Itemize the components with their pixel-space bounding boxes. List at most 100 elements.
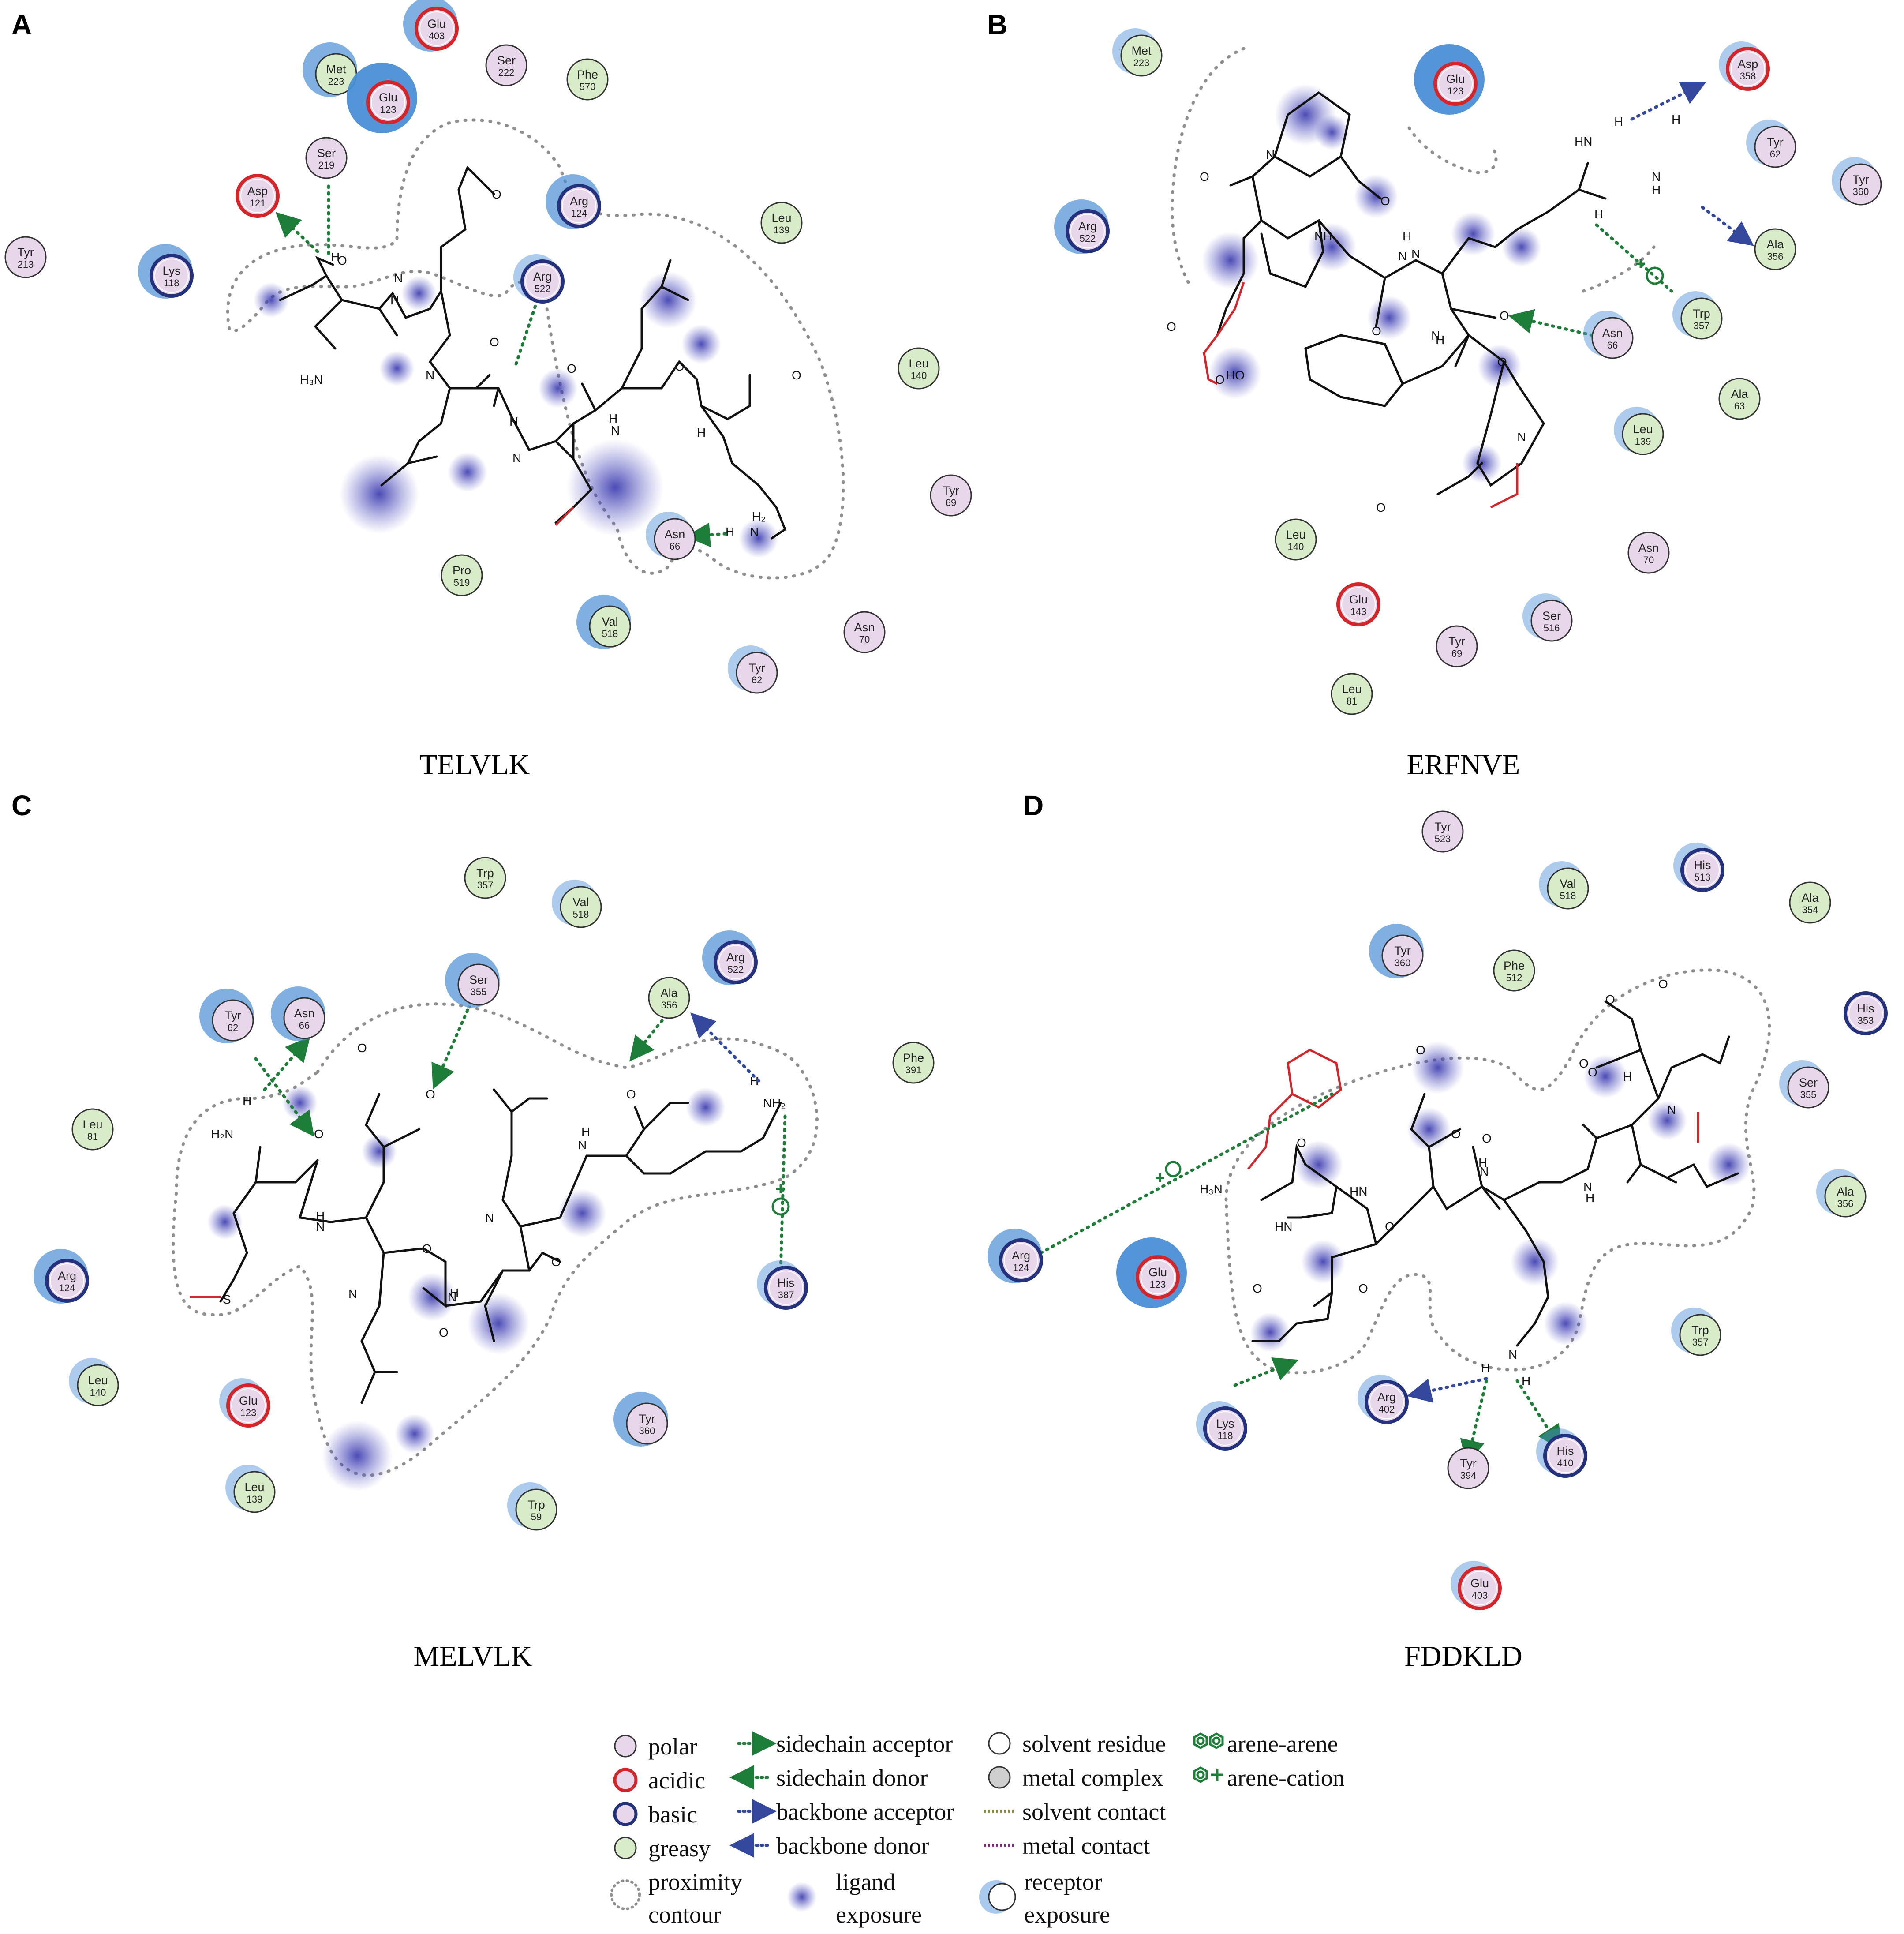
residue-name: Asn bbox=[1638, 541, 1659, 555]
residue-name: Asn bbox=[1602, 326, 1623, 340]
residue-name: Asn bbox=[294, 1007, 315, 1020]
atom-label: N bbox=[512, 451, 521, 465]
atom-label: O bbox=[1658, 977, 1668, 991]
residue-circle bbox=[892, 1042, 935, 1084]
atom-label: H₂ bbox=[752, 510, 766, 523]
residue-circle bbox=[212, 999, 254, 1042]
atom-label: H₃N bbox=[1200, 1182, 1223, 1196]
atom-label: O bbox=[1372, 324, 1381, 338]
residue-circle bbox=[1331, 673, 1373, 715]
atom-label: O bbox=[1297, 1136, 1306, 1150]
ligand-skeleton bbox=[219, 1088, 782, 1404]
residue-circle bbox=[1754, 126, 1796, 168]
residue-inner-ring bbox=[1369, 1385, 1404, 1419]
residue-number: 66 bbox=[1607, 340, 1618, 351]
residue-circle bbox=[1433, 62, 1478, 106]
residue-inner-ring bbox=[1141, 1260, 1175, 1294]
interaction-lines bbox=[1508, 82, 1754, 337]
legend-label-metal-contact: metal contact bbox=[1022, 1833, 1150, 1859]
legend-swatch-polar bbox=[614, 1735, 637, 1758]
residue-number: 360 bbox=[1853, 186, 1869, 197]
residue-circle bbox=[1547, 867, 1589, 910]
residue-number: 516 bbox=[1544, 622, 1560, 633]
residue-circle bbox=[1336, 582, 1380, 626]
residue-name: Arg bbox=[1078, 220, 1097, 233]
atom-label: H bbox=[1481, 1361, 1490, 1375]
residue-number: 213 bbox=[18, 259, 34, 270]
atom-label: S bbox=[223, 1293, 231, 1306]
residue-circle bbox=[236, 174, 280, 218]
panel-a-diagram: H N O H O O N H N H N H O O O H₃N H N H₂ bbox=[226, 118, 845, 580]
atom-label: H bbox=[1652, 183, 1661, 197]
atom-label: O bbox=[1416, 1043, 1425, 1057]
atom-label: O bbox=[1167, 320, 1176, 334]
residue-number: 522 bbox=[535, 283, 551, 294]
residue-circle bbox=[1840, 163, 1882, 206]
ligand-exposure bbox=[640, 271, 697, 329]
legend-swatch-greasy bbox=[614, 1837, 637, 1859]
ligand-exposure bbox=[1451, 212, 1495, 256]
residue-number: 356 bbox=[1767, 251, 1784, 262]
atom-label: O bbox=[1588, 1065, 1597, 1079]
atom-label: N bbox=[1583, 1180, 1592, 1194]
atom-label: O bbox=[1385, 1220, 1395, 1233]
residue-number: 123 bbox=[240, 1407, 257, 1418]
atom-label: O bbox=[1376, 501, 1386, 514]
atom-label: O bbox=[626, 1087, 636, 1101]
residue-number: 357 bbox=[477, 880, 494, 891]
residue-number: 62 bbox=[752, 675, 762, 686]
residue-name: Glu bbox=[239, 1394, 258, 1407]
residue-number: 360 bbox=[639, 1425, 655, 1436]
panel-letter-a: A bbox=[11, 9, 32, 41]
atom-label: N bbox=[1398, 249, 1407, 263]
residue-name: Ser bbox=[317, 146, 336, 160]
residue-number: 410 bbox=[1557, 1458, 1574, 1469]
legend-label-backbone-donor: backbone donor bbox=[776, 1833, 929, 1859]
atom-label: N bbox=[611, 424, 620, 437]
residue-name: Ala bbox=[1837, 1185, 1854, 1198]
legend-swatch-ligand-exposure bbox=[787, 1882, 817, 1912]
residue-number: 355 bbox=[471, 986, 487, 997]
proximity-contour bbox=[1582, 245, 1656, 293]
atom-label: O bbox=[1482, 1132, 1492, 1145]
residue-number: 222 bbox=[498, 67, 515, 78]
residue-number: 357 bbox=[1694, 320, 1710, 331]
atom-label: N bbox=[1266, 148, 1275, 161]
residue-name: Tyr bbox=[1767, 135, 1784, 149]
residue-inner-ring bbox=[1463, 1571, 1497, 1605]
legend-swatch-acidic bbox=[613, 1768, 638, 1792]
atom-label: N bbox=[348, 1287, 357, 1301]
residue-number: 123 bbox=[1448, 86, 1464, 97]
residue-name: Met bbox=[1131, 44, 1152, 57]
atom-label: N bbox=[426, 368, 434, 382]
residue-circle bbox=[930, 474, 972, 517]
ligand-exposure bbox=[538, 368, 578, 408]
residue-number: 123 bbox=[380, 104, 397, 115]
legend-swatch-proximity-contour bbox=[610, 1879, 641, 1910]
residue-circle bbox=[4, 236, 47, 278]
atom-label: O bbox=[551, 1255, 561, 1269]
residue-circle bbox=[485, 44, 527, 86]
atom-labels: H N O H O O N H N H N H O O O H₃N H N H₂ bbox=[300, 187, 801, 539]
residue-inner-ring bbox=[231, 1388, 266, 1423]
arene-cation-icon bbox=[1156, 1161, 1182, 1182]
atom-label: H bbox=[509, 415, 518, 428]
residue-number: 518 bbox=[1560, 890, 1576, 901]
legend-label-backbone-acceptor: backbone acceptor bbox=[776, 1799, 954, 1825]
residue-name: Ala bbox=[660, 986, 678, 1000]
residue-name: Trp bbox=[1693, 307, 1710, 320]
residue-number: 66 bbox=[299, 1020, 310, 1031]
atom-label: O bbox=[426, 1087, 435, 1101]
residue-name: Val bbox=[572, 896, 589, 909]
